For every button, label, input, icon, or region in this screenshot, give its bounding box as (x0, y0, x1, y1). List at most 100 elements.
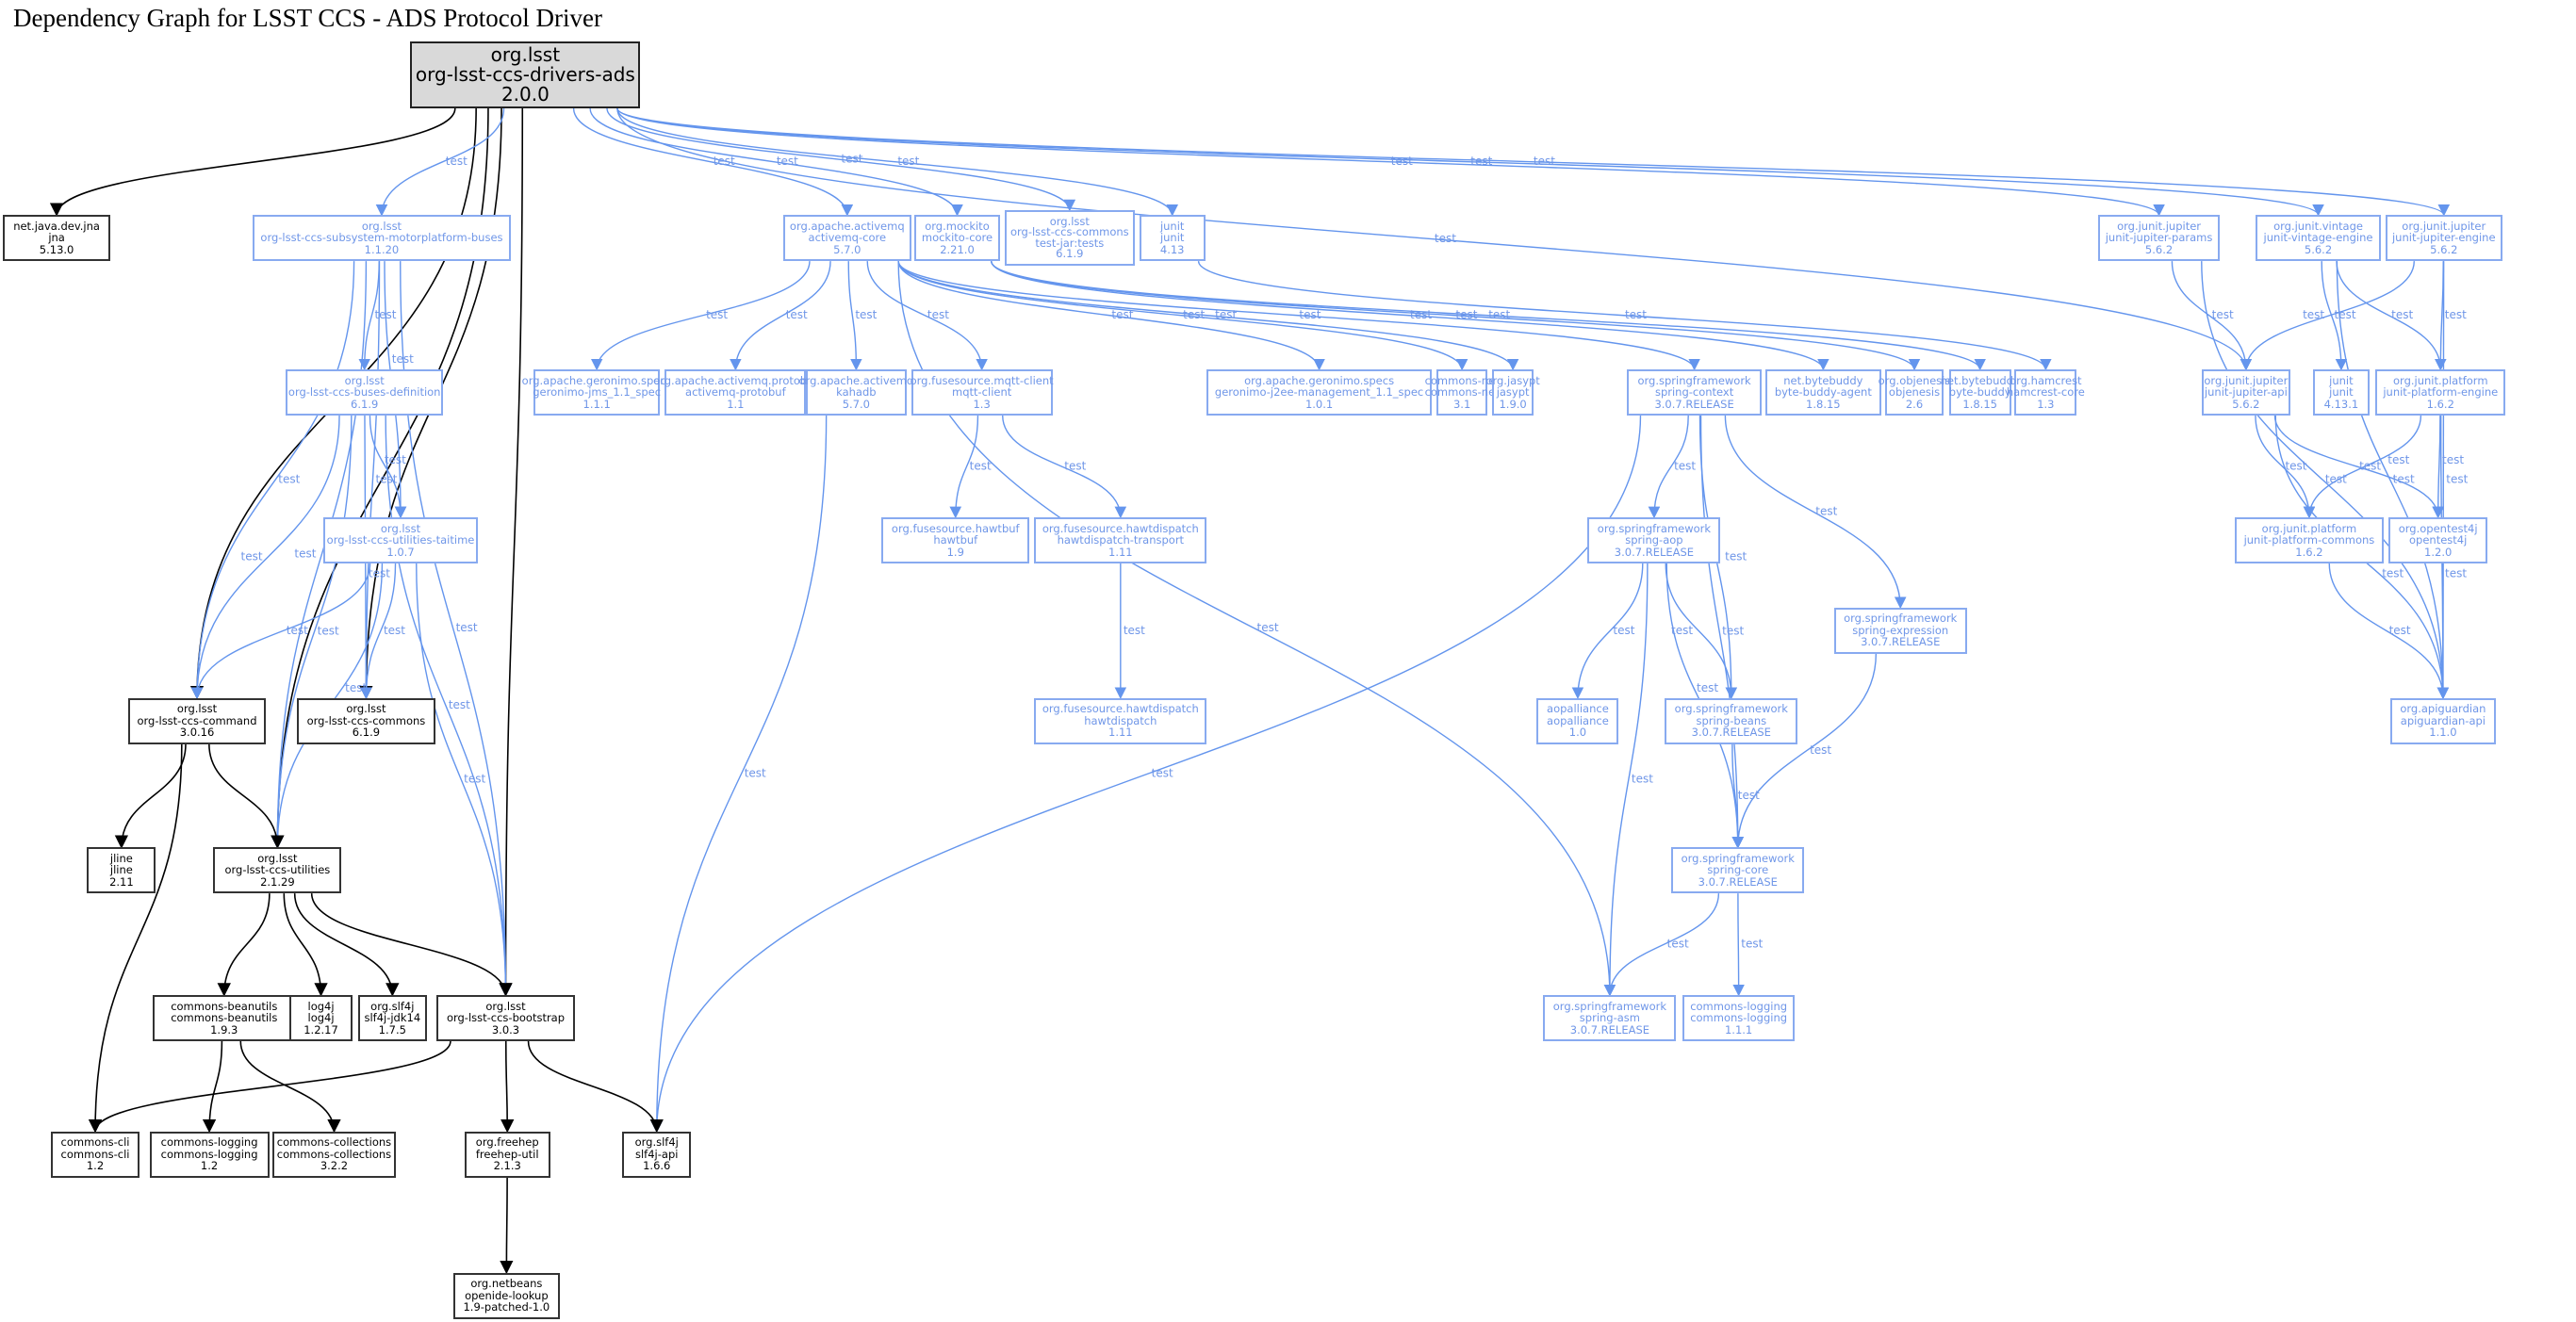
node-version: 1.1.0 (2429, 726, 2457, 740)
node-artifact: junit-vintage-engine (2263, 231, 2373, 245)
node-extra: 6.1.9 (1056, 247, 1084, 261)
edge-activemqcore-to-mqtt (866, 261, 988, 371)
edge-label: test (2446, 472, 2468, 485)
node-version: 1.2.0 (2424, 545, 2453, 559)
edge-label: test (786, 308, 808, 321)
edge-label: test (2445, 308, 2467, 321)
node-version: 1.11 (1108, 726, 1133, 740)
edge-label: test (456, 621, 478, 634)
node-version: 6.1.9 (352, 726, 381, 740)
edge-jupapi-to-opentest4j (2273, 415, 2444, 519)
edge-label: test (1124, 624, 1145, 637)
edge-kahadb-to-slf4japi (650, 415, 828, 1134)
edge-label: test (1534, 155, 1555, 168)
edge-platengine-to-platcommons (2303, 415, 2422, 519)
node-group: org.hamcrest (2010, 373, 2082, 387)
node-artifact: jline (109, 863, 133, 877)
edge-label: test (369, 566, 390, 579)
node-version: 5.7.0 (842, 397, 870, 411)
node-version: 3.0.3 (491, 1022, 520, 1036)
edge-label: test (927, 308, 949, 321)
node-artifact: commons-collections (276, 1147, 392, 1161)
edge-springaop-to-springbeans (1665, 563, 1738, 699)
edge-activemqcore-to-springcontext (897, 260, 1700, 371)
edge-jupapi-to-platcommons (2255, 415, 2316, 519)
edge-label: test (2445, 566, 2467, 579)
node-group: org.fusesource.hawtdispatch (1042, 521, 1199, 535)
node-version: 1.9 (946, 545, 964, 559)
node-artifact: org-lsst-ccs-bootstrap (446, 1011, 566, 1025)
edge-label: test (1671, 624, 1693, 637)
node-group: org.apache.activemq (798, 373, 914, 387)
edge-springcontext-to-slf4japi (650, 415, 1642, 1134)
node-group: org.springframework (1637, 373, 1751, 387)
edge-label: test (1470, 155, 1492, 168)
node-version: 2.1.3 (493, 1159, 521, 1173)
edge-motorbuses-to-command (190, 261, 355, 699)
edge-label: test (2303, 308, 2324, 321)
node-artifact: spring-expression (1852, 623, 1949, 637)
node-artifact: org-lsst-ccs-drivers-ads (415, 62, 635, 86)
node-group: org.lsst (257, 851, 298, 865)
node-version: 2.0.0 (500, 82, 550, 106)
edge-label: test (2212, 308, 2234, 321)
edge-label: test (1674, 459, 1696, 472)
node-artifact: org-lsst-ccs-subsystem-motorplatform-bus… (260, 231, 503, 245)
node-version: 1.3 (2037, 397, 2055, 411)
node-version: 1.1.20 (364, 242, 400, 256)
node-version: 2.6 (1905, 397, 1924, 411)
node-group: org.fusesource.hawtdispatch (1042, 702, 1199, 716)
edge-label: test (1667, 938, 1689, 951)
edge-mockito-to-objenesis (991, 260, 1921, 371)
node-group: org.opentest4j (2398, 521, 2478, 535)
node-group: org.junit.vintage (2273, 219, 2363, 233)
edge-junit413-to-hamcrest (1197, 260, 2052, 371)
edge-label: test (385, 453, 406, 466)
